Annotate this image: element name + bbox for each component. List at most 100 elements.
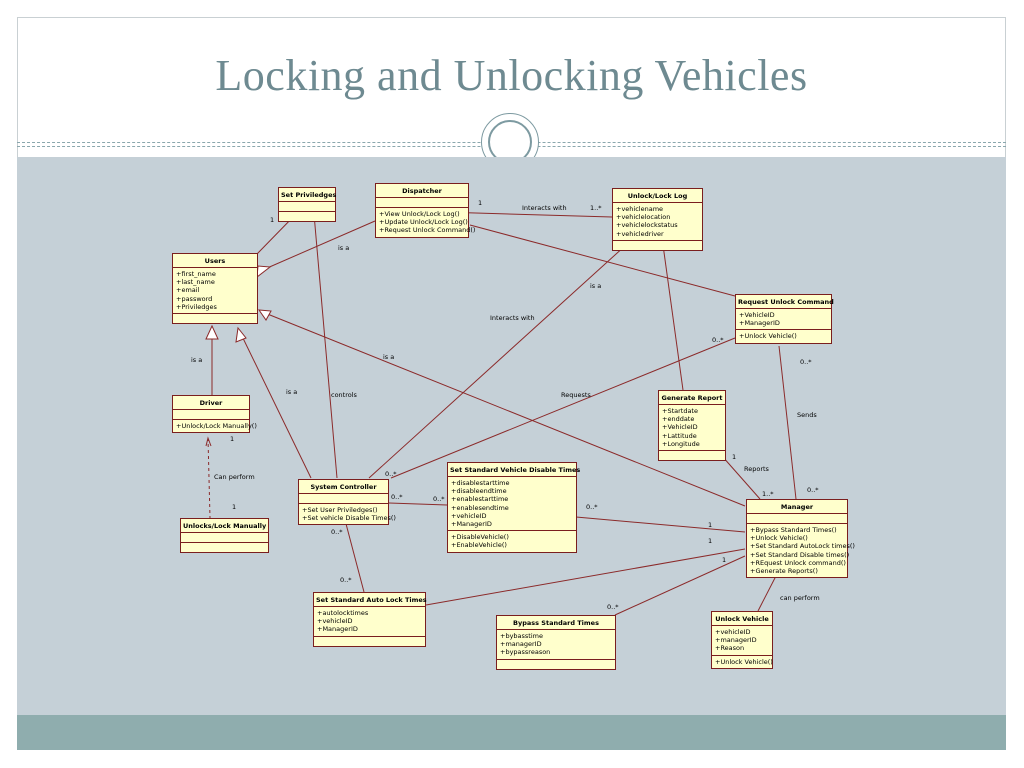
class-set-standard-auto-lock-times: Set Standard Auto Lock Times +autolockti… xyxy=(313,592,427,647)
generalization-arrow-icon xyxy=(256,265,272,279)
dependency-arrowhead-icon xyxy=(205,436,212,447)
edge-setpriv-syscontrol xyxy=(313,213,338,479)
attribute: +bybasstime xyxy=(500,632,543,640)
operation: +Generate Reports() xyxy=(750,567,818,576)
slide-title: Locking and Unlocking Vehicles xyxy=(215,51,808,100)
edge-syscontrol-autolock xyxy=(344,519,365,593)
operation: +Set vehicle Disable Times() xyxy=(302,514,396,523)
multiplicity-label: 1 xyxy=(708,537,713,545)
attribute: +Startdate xyxy=(662,407,698,415)
attributes-section xyxy=(279,202,335,212)
multiplicity-label: 1 xyxy=(230,435,235,443)
class-manager: Manager +Bypass Standard Times() +Unlock… xyxy=(746,499,855,579)
attribute: +managerID xyxy=(715,636,757,645)
operations-section: +Bypass Standard Times() +Unlock Vehicle… xyxy=(747,524,855,577)
edge-log-report xyxy=(662,244,684,391)
edge-label-interacts-with: Interacts with xyxy=(490,314,535,322)
edge-manager-users xyxy=(259,310,746,507)
multiplicity-label: 1 xyxy=(708,521,713,529)
edge-bypass-manager xyxy=(614,555,746,616)
class-name: Dispatcher xyxy=(376,184,468,198)
operations-section xyxy=(613,241,702,250)
class-users: Users +first_name +last_name +email +pas… xyxy=(172,253,258,325)
edge-label-can-perform: Can perform xyxy=(214,473,255,481)
attributes-section xyxy=(299,494,388,504)
generalization-arrow-icon xyxy=(235,326,247,343)
multiplicity-label: 0..* xyxy=(712,336,724,344)
class-name: Set Priviledges xyxy=(279,188,336,202)
operations-section: +View Unlock/Lock Log() +Update Unlock/L… xyxy=(376,208,475,237)
attribute: +Priviledges xyxy=(176,302,217,311)
operation: +View Unlock/Lock Log() xyxy=(379,210,460,218)
class-name: Unlock Vehicle xyxy=(712,612,772,626)
multiplicity-label: 0..* xyxy=(385,470,397,478)
edge-syscontrol-users xyxy=(239,331,312,479)
multiplicity-label: 1 xyxy=(722,556,727,564)
edge-syscontrol-vdt xyxy=(388,502,448,506)
attributes-section: +autolocktimes +vehicleID +ManagerID xyxy=(314,607,425,637)
operations-section xyxy=(173,314,257,323)
class-driver: Driver +Unlock/Lock Manually() xyxy=(172,395,257,434)
attribute: +bypassreason xyxy=(500,648,551,657)
class-name: Users xyxy=(173,254,257,268)
attributes-section xyxy=(376,198,468,208)
attribute: +Longitude xyxy=(662,439,700,448)
attributes-section: +VehicleID +ManagerID xyxy=(736,309,831,331)
multiplicity-label: 0..* xyxy=(433,495,445,503)
multiplicity-label: 0..* xyxy=(340,576,352,584)
edge-request-manager xyxy=(778,345,797,500)
multiplicity-label: 0..* xyxy=(800,358,812,366)
edge-vdt-manager xyxy=(575,516,746,533)
edge-driver-unlocks xyxy=(207,437,211,519)
attribute: +disableendtime xyxy=(451,487,507,496)
multiplicity-label: 0..* xyxy=(586,503,598,511)
class-name: Bypass Standard Times xyxy=(497,616,615,630)
operations-section: +Unlock/Lock Manually() xyxy=(173,420,257,432)
multiplicity-label: 1 xyxy=(478,199,483,207)
operation: +Set Standard Disable times() xyxy=(750,550,850,559)
class-name: Set Standard Auto Lock Times xyxy=(314,593,427,607)
class-request-unlock-command: Request Unlock Command +VehicleID +Manag… xyxy=(735,294,834,344)
class-set-priviledges: Set Priviledges xyxy=(278,187,336,222)
class-set-standard-vehicle-disable-times: Set Standard Vehicle Disable Times +disa… xyxy=(447,462,580,553)
operation: +EnableVehicle() xyxy=(451,541,507,550)
edge-label-sends: Sends xyxy=(797,411,817,419)
attribute: +vehicleID xyxy=(715,628,751,636)
operation: +Unlock Vehicle() xyxy=(750,534,808,543)
attribute: +ManagerID xyxy=(451,520,492,529)
class-name: Request Unlock Command xyxy=(736,295,834,309)
generalization-arrow-icon xyxy=(205,324,219,340)
edge-label-can-perform: can perform xyxy=(780,594,820,602)
attributes-section xyxy=(173,410,249,420)
operations-section: +Unlock Vehicle() xyxy=(712,656,773,668)
edge-label-is-a: is a xyxy=(383,353,395,361)
edge-label-is-a: is a xyxy=(191,356,203,364)
class-name: Generate Report xyxy=(659,391,725,405)
multiplicity-label: 0..* xyxy=(807,486,819,494)
operations-section xyxy=(181,543,268,552)
attribute: +Reason xyxy=(715,644,745,653)
multiplicity-label: 1 xyxy=(232,503,237,511)
edge-autolock-manager xyxy=(425,548,746,606)
class-name: Unlock/Lock Log xyxy=(613,189,702,203)
attributes-section: +bybasstime +managerID +bypassreason xyxy=(497,630,615,660)
operation: +REquest Unlock command() xyxy=(750,558,846,567)
attribute: +enablesendtime xyxy=(451,503,509,512)
attributes-section: +vehicleID +managerID +Reason xyxy=(712,626,772,656)
class-unlock-lock-log: Unlock/Lock Log +vehiclename +vehicleloc… xyxy=(612,188,703,251)
attributes-section: +vehiclename +vehiclelocation +vehiclelo… xyxy=(613,203,702,241)
edge-report-manager xyxy=(721,455,761,500)
class-name: Driver xyxy=(173,396,249,410)
operations-section xyxy=(497,660,615,669)
attribute: +vehicleID xyxy=(317,617,353,626)
attribute: +disablestarttime xyxy=(451,479,510,487)
operation: +Bypass Standard Times() xyxy=(750,526,837,534)
attribute: +password xyxy=(176,294,213,303)
attribute: +VehicleID xyxy=(662,423,698,432)
operation: +Unlock/Lock Manually() xyxy=(176,422,257,430)
slide-footer-bar xyxy=(17,715,1006,750)
multiplicity-label: 1..* xyxy=(762,490,774,498)
multiplicity-label: 1..* xyxy=(590,204,602,212)
attribute: +Lattitude xyxy=(662,431,697,440)
attribute: +ManagerID xyxy=(739,319,780,328)
